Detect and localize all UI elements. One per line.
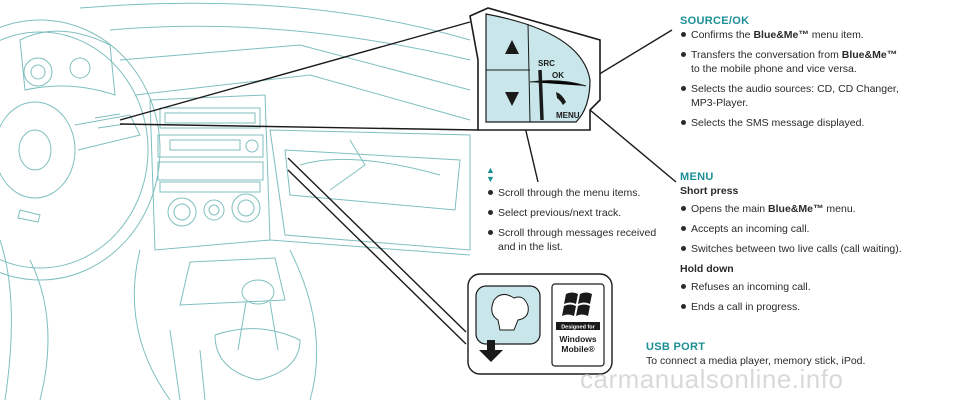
usb-plug-icon: [479, 350, 503, 362]
ok-label: OK: [552, 71, 564, 80]
radio-unit: [157, 134, 264, 158]
source-ok-heading: SOURCE/OK: [680, 15, 750, 27]
hold-down-label: Hold down: [680, 263, 734, 275]
badge-line1: Designed for: [561, 325, 595, 331]
phone-handset-icon: [556, 92, 566, 105]
steering-wheel-rim: [0, 19, 161, 281]
usb-description: To connect a media player, memory stick,…: [646, 355, 866, 367]
hold-down-list: Refuses an incoming call. Ends a call in…: [680, 280, 950, 314]
usb-panel: Designed for Windows Mobile®: [467, 273, 613, 375]
short-press-list: Opens the main Blue&Me™ menu. Accepts an…: [680, 202, 950, 256]
fiat-logo-icon: [18, 129, 52, 171]
scroll-section: Scroll through the menu items. Select pr…: [487, 186, 677, 260]
list-item: Opens the main Blue&Me™ menu.: [680, 202, 950, 216]
car-interior-lineart: [0, 2, 471, 400]
center-console: [149, 94, 271, 251]
list-item: Scroll through the menu items.: [487, 186, 677, 200]
climate-knob-right: [231, 193, 261, 223]
menu-heading: MENU: [680, 171, 714, 183]
list-item: Transfers the conversation from Blue&Me™…: [680, 48, 950, 76]
steering-wheel-hub: [0, 101, 76, 199]
climate-knob-left: [167, 197, 197, 227]
badge-line2: Windows: [559, 334, 596, 344]
source-ok-section: SOURCE/OK Confirms the Blue&Me™ menu ite…: [680, 14, 950, 136]
list-item: Select previous/next track.: [487, 206, 677, 220]
usb-heading: USB PORT: [646, 341, 706, 353]
source-ok-list: Confirms the Blue&Me™ menu item. Transfe…: [680, 28, 950, 130]
menu-label: MENU: [556, 111, 580, 120]
scroll-up-button-icon[interactable]: [505, 40, 519, 54]
src-label: SRC: [538, 59, 555, 68]
steering-control-panel: [469, 7, 601, 131]
list-item: Switches between two live calls (call wa…: [680, 242, 950, 256]
instrument-cluster: [19, 30, 116, 96]
list-item: Confirms the Blue&Me™ menu item.: [680, 28, 950, 42]
list-item: Selects the audio sources: CD, CD Change…: [680, 82, 950, 110]
short-press-label: Short press: [680, 185, 739, 197]
list-item: Ends a call in progress.: [680, 300, 950, 314]
list-item: Selects the SMS message displayed.: [680, 116, 950, 130]
menu-section: MENU Short press Opens the main Blue&Me™…: [680, 170, 950, 320]
watermark: carmanualsonline.info: [580, 364, 844, 394]
scroll-arrows-icon: ▲▼: [486, 165, 495, 184]
gear-knob: [241, 279, 275, 305]
list-item: Accepts an incoming call.: [680, 222, 950, 236]
usb-section: USB PORT To connect a media player, memo…: [646, 340, 946, 368]
callout-menu: [577, 99, 677, 183]
scroll-list: Scroll through the menu items. Select pr…: [487, 186, 677, 254]
scroll-down-button-icon[interactable]: [505, 92, 519, 106]
windows-flag-icon: [562, 292, 592, 316]
callout-usb-upper: [287, 157, 467, 333]
list-item: Refuses an incoming call.: [680, 280, 950, 294]
badge-line3: Mobile®: [561, 344, 595, 354]
